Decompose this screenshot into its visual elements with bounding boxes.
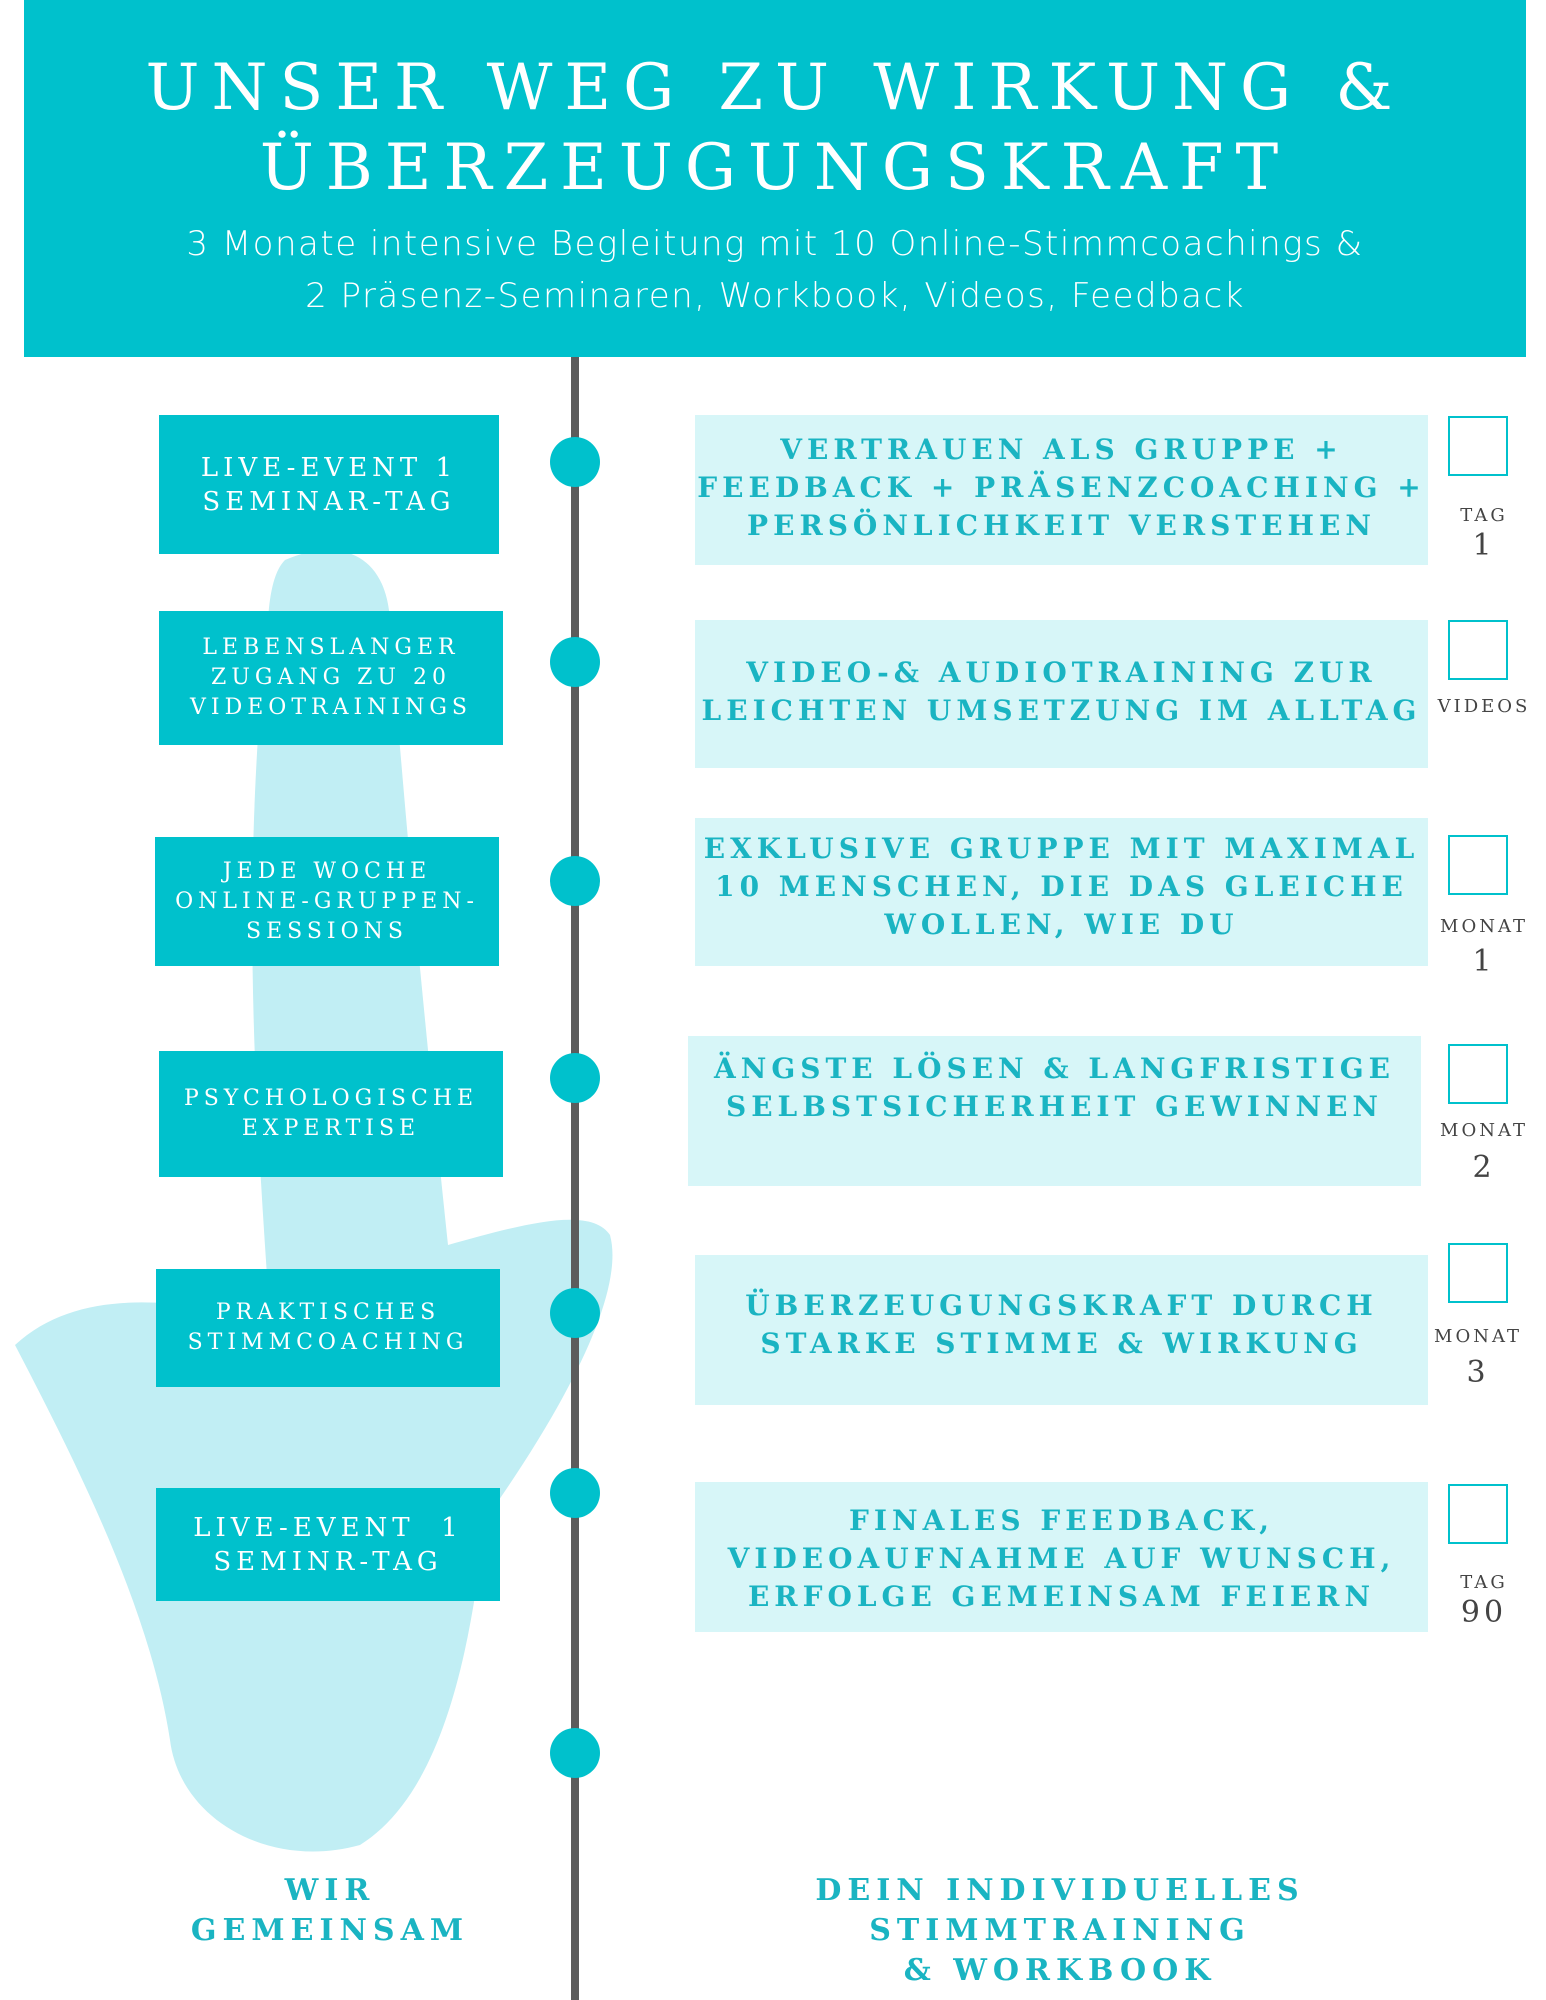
schedule-number: 90	[1460, 1595, 1508, 1630]
timeline-dot	[550, 1288, 600, 1338]
checkbox[interactable]	[1448, 1044, 1508, 1104]
footer-text: DEIN INDIVIDUELLES STIMMTRAINING	[815, 1873, 1305, 1948]
left-item-text: EXPERTISE	[241, 1116, 421, 1141]
left-item-text: ONLINE-GRUPPEN-	[175, 888, 479, 914]
footer-right-caption: DEIN INDIVIDUELLES STIMMTRAINING & WORKB…	[620, 1871, 1500, 1991]
left-item-videotrainings: LEBENSLANGER ZUGANG ZU 20 VIDEOTRAININGS	[159, 611, 503, 745]
right-item-text: VERTRAUEN ALS GRUPPE +	[780, 433, 1343, 466]
left-item-text: JEDE WOCHE	[222, 858, 432, 884]
left-item-text: SESSIONS	[246, 918, 408, 944]
right-item-text: 10 MENSCHEN, DIE DAS GLEICHE	[715, 870, 1408, 903]
timeline-dot	[550, 637, 600, 687]
schedule-number: 3	[1466, 1355, 1490, 1390]
right-item-audiotraining: VIDEO-& AUDIOTRAINING ZUR LEICHTEN UMSET…	[695, 620, 1428, 768]
subtitle-line: 3 Monate intensive Begleitung mit 10 Onl…	[186, 224, 1364, 264]
checkbox[interactable]	[1448, 416, 1508, 476]
right-item-text: STARKE STIMME & WIRKUNG	[760, 1327, 1363, 1360]
right-item-text: SELBSTSICHERHEIT GEWINNEN	[725, 1090, 1384, 1123]
footer-left-caption: WIR GEMEINSAM	[140, 1871, 520, 1951]
right-item-text: LEICHTEN UMSETZUNG IM ALLTAG	[701, 694, 1422, 727]
timeline-dot	[550, 437, 600, 487]
right-item-text: WOLLEN, WIE DU	[884, 908, 1239, 941]
left-item-text: PRAKTISCHES	[215, 1300, 441, 1325]
right-item-exklusive-gruppe: EXKLUSIVE GRUPPE MIT MAXIMAL 10 MENSCHEN…	[695, 818, 1428, 966]
schedule-label: MONAT	[1440, 1120, 1528, 1141]
left-item-text: PSYCHOLOGISCHE	[183, 1086, 479, 1111]
title-line: ÜBERZEUGUNGSKRAFT	[259, 131, 1291, 205]
left-item-stimmcoaching: PRAKTISCHES STIMMCOACHING	[156, 1269, 500, 1387]
left-item-text: VIDEOTRAININGS	[190, 695, 472, 720]
schedule-label: TAG	[1460, 1572, 1508, 1593]
schedule-label: TAG	[1460, 505, 1508, 526]
right-item-text: PERSÖNLICHKEIT VERSTEHEN	[747, 509, 1376, 542]
checkbox[interactable]	[1448, 1243, 1508, 1303]
right-item-text: FINALES FEEDBACK,	[849, 1504, 1274, 1537]
right-item-text: VIDEOAUFNAHME AUF WUNSCH,	[727, 1542, 1396, 1575]
right-item-text: FEEDBACK + PRÄSENZCOACHING +	[697, 471, 1426, 504]
footer-text: & WORKBOOK	[903, 1953, 1217, 1988]
footer-text: GEMEINSAM	[190, 1913, 470, 1948]
schedule-number: 1	[1472, 528, 1496, 563]
left-item-group-sessions: JEDE WOCHE ONLINE-GRUPPEN- SESSIONS	[155, 837, 499, 966]
timeline-dot	[550, 1053, 600, 1103]
left-item-text: ZUGANG ZU 20	[211, 665, 451, 690]
schedule-number: 1	[1472, 944, 1496, 979]
right-item-ueberzeugungskraft: ÜBERZEUGUNGSKRAFT DURCH STARKE STIMME & …	[695, 1255, 1428, 1405]
title-line: UNSER WEG ZU WIRKUNG &	[145, 51, 1405, 125]
left-item-live-event-final: LIVE-EVENT 1 SEMINR-TAG	[156, 1488, 500, 1601]
checkbox[interactable]	[1448, 1484, 1508, 1544]
left-item-text: STIMMCOACHING	[187, 1330, 469, 1355]
right-item-aengste: ÄNGSTE LÖSEN & LANGFRISTIGE SELBSTSICHER…	[688, 1036, 1421, 1186]
right-item-text: ERFOLGE GEMEINSAM FEIERN	[747, 1580, 1376, 1613]
timeline-line	[571, 357, 579, 2000]
left-item-text: LEBENSLANGER	[202, 635, 460, 660]
timeline-dot	[550, 1468, 600, 1518]
left-item-text: SEMINR-TAG	[213, 1546, 443, 1577]
subtitle-line: 2 Präsenz-Seminaren, Workbook, Videos, F…	[305, 276, 1245, 316]
schedule-label: MONAT	[1434, 1326, 1522, 1347]
checkbox[interactable]	[1448, 620, 1508, 680]
timeline-dot	[550, 856, 600, 906]
right-item-text: ÄNGSTE LÖSEN & LANGFRISTIGE	[714, 1052, 1395, 1085]
footer-text: WIR	[284, 1873, 376, 1908]
schedule-label: MONAT	[1440, 916, 1528, 937]
left-item-text: LIVE-EVENT 1	[200, 452, 458, 483]
timeline-dot	[550, 1728, 600, 1778]
right-item-finales-feedback: FINALES FEEDBACK, VIDEOAUFNAHME AUF WUNS…	[695, 1482, 1428, 1632]
header-banner: UNSER WEG ZU WIRKUNG & ÜBERZEUGUNGSKRAFT…	[24, 0, 1526, 357]
right-item-text: ÜBERZEUGUNGSKRAFT DURCH	[745, 1289, 1378, 1322]
checkbox[interactable]	[1448, 835, 1508, 895]
left-item-live-event: LIVE-EVENT 1 SEMINAR-TAG	[159, 415, 499, 554]
schedule-number: 2	[1472, 1150, 1496, 1185]
right-item-vertrauen: VERTRAUEN ALS GRUPPE + FEEDBACK + PRÄSEN…	[695, 415, 1428, 565]
page-subtitle: 3 Monate intensive Begleitung mit 10 Onl…	[24, 218, 1526, 322]
left-item-expertise: PSYCHOLOGISCHE EXPERTISE	[159, 1051, 503, 1177]
right-item-text: VIDEO-& AUDIOTRAINING ZUR	[746, 656, 1377, 689]
right-item-text: EXKLUSIVE GRUPPE MIT MAXIMAL	[703, 832, 1420, 865]
page-title: UNSER WEG ZU WIRKUNG & ÜBERZEUGUNGSKRAFT	[24, 48, 1526, 208]
left-item-text: SEMINAR-TAG	[202, 486, 456, 517]
schedule-label: VIDEOS	[1437, 696, 1531, 717]
left-item-text: LIVE-EVENT 1	[193, 1512, 463, 1543]
